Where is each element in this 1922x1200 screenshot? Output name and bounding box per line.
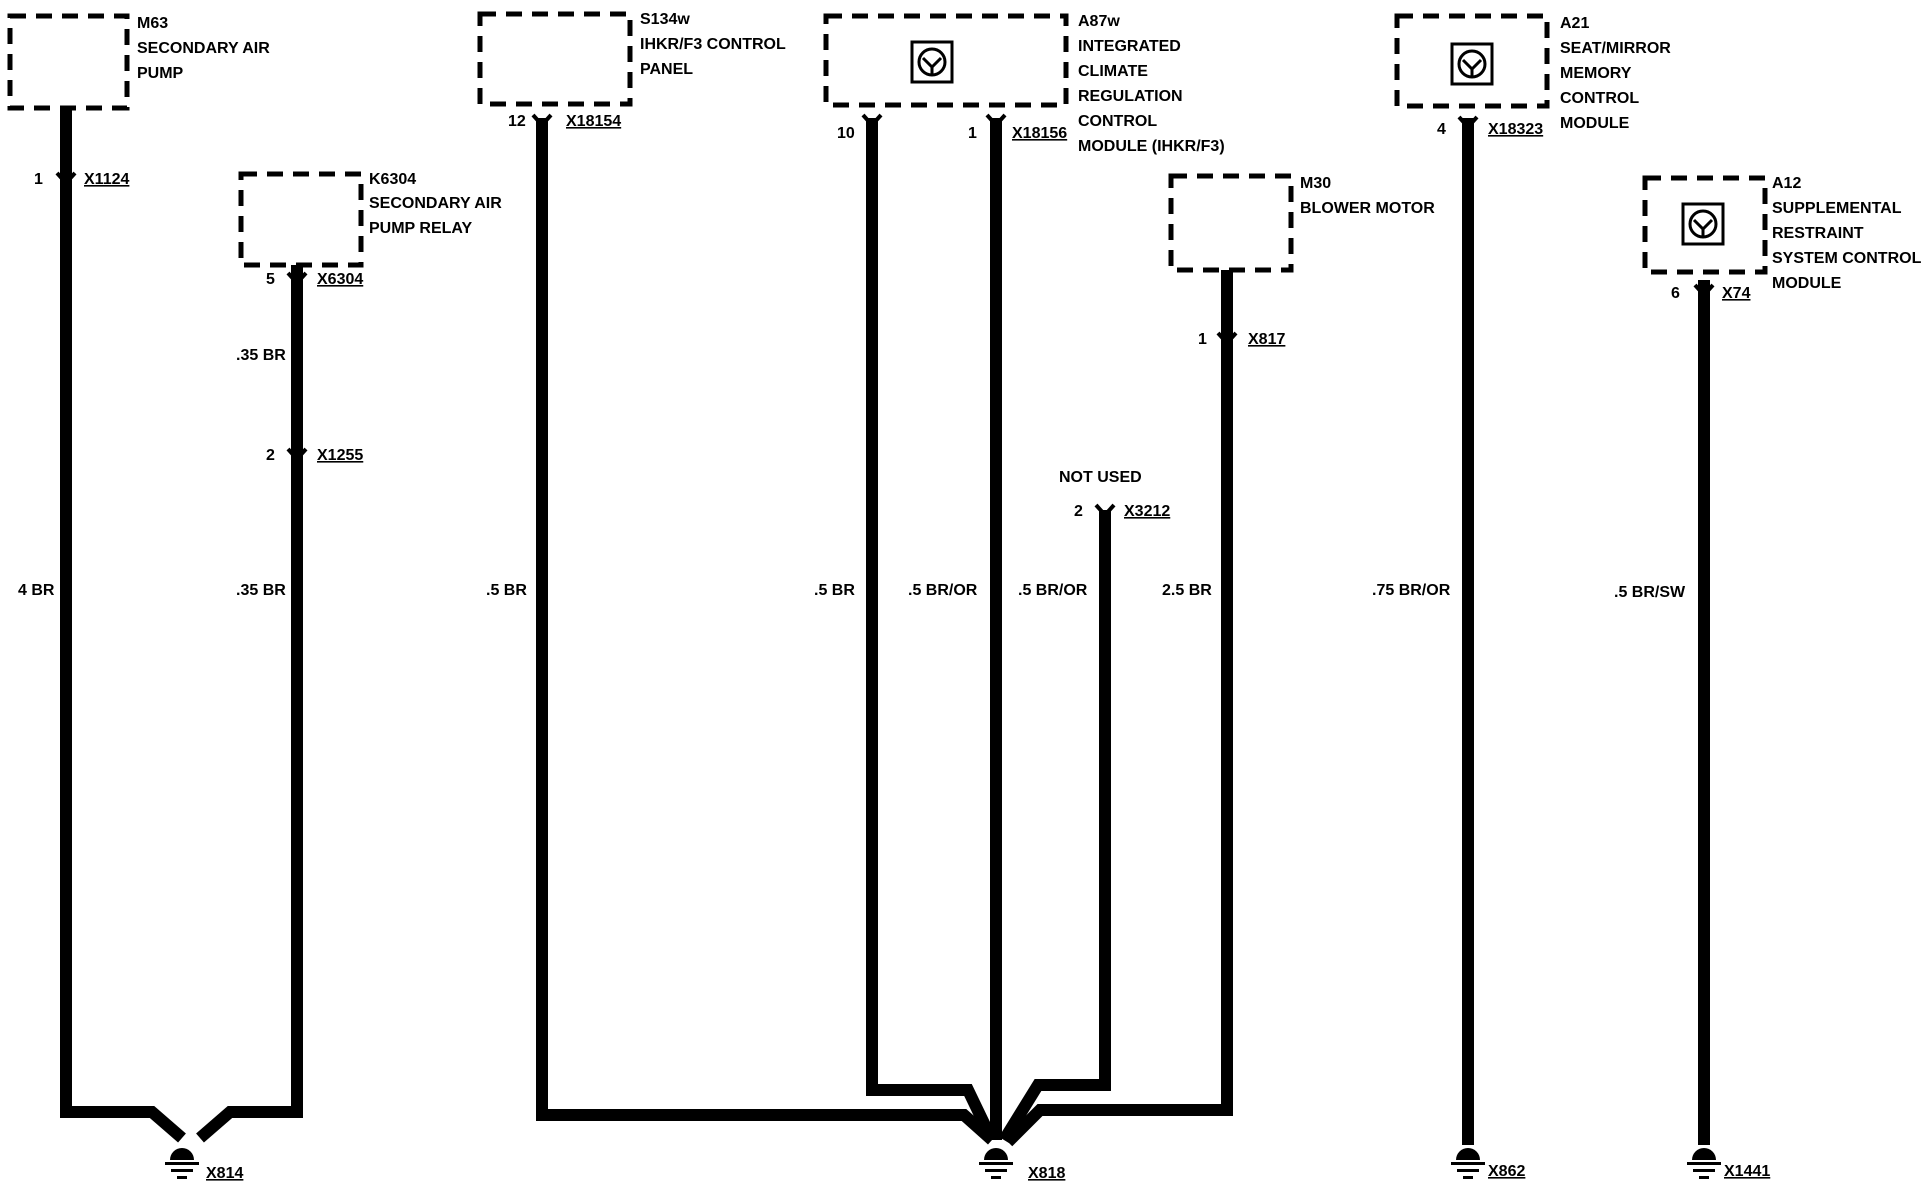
connector-x6304-pin: 5 <box>266 271 275 288</box>
component-m30-id: M30 <box>1300 175 1331 192</box>
ground-x862-icon <box>1451 1148 1485 1179</box>
connector-x18154-pin: 12 <box>508 113 526 130</box>
wire-gauge-color: .35 BR <box>236 582 286 599</box>
connector-x3212-note: NOT USED <box>1059 469 1142 486</box>
component-k6304-id: K6304 <box>369 171 416 188</box>
component-a87w-desc: CLIMATE <box>1078 63 1148 80</box>
wire-m30-x818 <box>1003 270 1233 1147</box>
connector-x18154-name: X18154 <box>566 113 621 130</box>
ground-x814-icon <box>165 1148 199 1179</box>
wire-gauge-color: .35 BR <box>236 347 286 364</box>
component-a87w-desc: CONTROL <box>1078 113 1157 130</box>
wire-gauge-color: .5 BR <box>814 582 855 599</box>
connector-x18323-name: X18323 <box>1488 121 1543 138</box>
ground-x1441-icon <box>1687 1148 1721 1179</box>
component-a21-box <box>1394 13 1550 109</box>
component-m63-desc: SECONDARY AIR <box>137 40 270 57</box>
component-a87w-desc: INTEGRATED <box>1078 38 1181 55</box>
connector-x1255-name: X1255 <box>317 447 363 464</box>
connector-x74-pin: 6 <box>1671 285 1680 302</box>
control-module-icon <box>910 40 954 84</box>
component-s134w-desc: IHKR/F3 CONTROL <box>640 36 786 53</box>
component-a87w-id: A87w <box>1078 13 1120 30</box>
component-s134w-box <box>477 11 633 107</box>
component-a12-desc: SUPPLEMENTAL <box>1772 200 1902 217</box>
component-a12-id: A12 <box>1772 175 1801 192</box>
component-a21-desc: CONTROL <box>1560 90 1639 107</box>
component-a87w-desc: MODULE (IHKR/F3) <box>1078 138 1225 155</box>
component-s134w-id: S134w <box>640 11 690 28</box>
wire-k6304-x814 <box>196 265 303 1143</box>
component-a12-box <box>1642 175 1768 275</box>
component-m63-id: M63 <box>137 15 168 32</box>
component-a87w-box <box>823 13 1069 108</box>
ground-x862-label: X862 <box>1488 1163 1525 1180</box>
component-m63-box <box>7 13 130 111</box>
control-module-icon <box>1450 42 1494 86</box>
connector-x3212-name: X3212 <box>1124 503 1170 520</box>
wire-gauge-color: .5 BR/OR <box>1018 582 1088 599</box>
component-m63-desc: PUMP <box>137 65 184 82</box>
connector-x6304-name: X6304 <box>317 271 363 288</box>
ground-x814-label: X814 <box>206 1165 243 1182</box>
connector-x18323-pin: 4 <box>1437 121 1446 138</box>
wire-gauge-color: 2.5 BR <box>1162 582 1212 599</box>
connector-x18156-pin10: 10 <box>837 125 855 142</box>
connector-x817-pin: 1 <box>1198 331 1207 348</box>
component-a21-desc: SEAT/MIRROR <box>1560 40 1671 57</box>
wire-gauge-color: .5 BR/OR <box>908 582 978 599</box>
component-a21-desc: MODULE <box>1560 115 1630 132</box>
component-a12-desc: SYSTEM CONTROL <box>1772 250 1922 267</box>
component-a21-desc: MEMORY <box>1560 65 1632 82</box>
connector-x817-name: X817 <box>1248 331 1285 348</box>
component-s134w-desc: PANEL <box>640 61 693 78</box>
component-a12-desc: RESTRAINT <box>1772 225 1864 242</box>
connector-x18156-name: X18156 <box>1012 125 1067 142</box>
wire-gauge-color: .75 BR/OR <box>1372 582 1451 599</box>
connector-x18156-pin1: 1 <box>968 125 977 142</box>
wire-a87w-pin10-x818 <box>866 118 998 1143</box>
control-module-icon <box>1681 202 1725 246</box>
component-m30-box <box>1168 173 1294 273</box>
wire-x3212-x818 <box>998 510 1111 1144</box>
connector-x74-name: X74 <box>1722 285 1751 302</box>
component-a87w-desc: REGULATION <box>1078 88 1183 105</box>
connector-x3212-pin: 2 <box>1074 503 1083 520</box>
wire-s134w-x818 <box>536 118 996 1145</box>
ground-x818-label: X818 <box>1028 1165 1065 1182</box>
wire-gauge-color: 4 BR <box>18 582 55 599</box>
wire-gauge-color: .5 BR <box>486 582 527 599</box>
wire-m63-x814 <box>60 108 186 1143</box>
component-k6304-desc: PUMP RELAY <box>369 220 472 237</box>
connector-x1255-pin: 2 <box>266 447 275 464</box>
component-m30-desc: BLOWER MOTOR <box>1300 200 1435 217</box>
wire-gauge-color: .5 BR/SW <box>1614 584 1686 601</box>
component-k6304-box <box>238 171 364 268</box>
connector-x1124-name: X1124 <box>84 171 129 188</box>
component-a21-id: A21 <box>1560 15 1589 32</box>
ground-x818-icon <box>979 1148 1013 1179</box>
connector-x1124-pin: 1 <box>34 171 43 188</box>
ground-x1441-label: X1441 <box>1724 1163 1770 1180</box>
component-a12-desc: MODULE <box>1772 275 1842 292</box>
component-k6304-desc: SECONDARY AIR <box>369 195 502 212</box>
